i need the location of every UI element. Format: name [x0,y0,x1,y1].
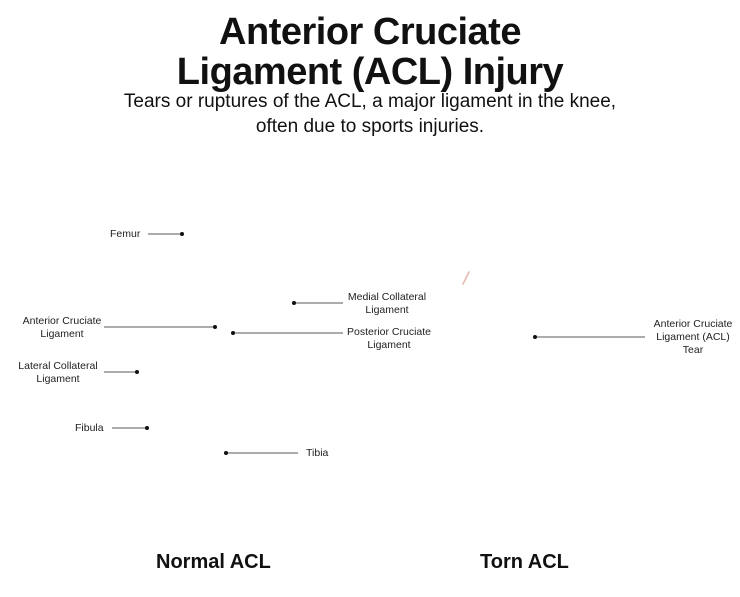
leader-dot-lcl [135,370,139,374]
torn-ligament-fragment [462,271,470,285]
subtitle-line-2: often due to sports injuries. [255,116,485,137]
label-anterior-cruciate-ligament: Anterior Cruciate Ligament [22,315,102,340]
leader-dot-acl [213,325,217,329]
label-fibula: Fibula [75,422,104,434]
leader-dot-pcl [231,331,235,335]
label-acl-tear: Anterior Cruciate Ligament (ACL) Tear [653,318,733,356]
leader-dot-mcl [292,301,296,305]
leader-dot-fibula [145,426,149,430]
label-lateral-collateral-ligament: Lateral Collateral Ligament [18,360,98,385]
label-tibia: Tibia [306,447,329,459]
leader-dot-acl-tear [533,335,537,339]
subtitle-line-1: Tears or ruptures of the ACL, a major li… [123,91,617,112]
label-femur: Femur [110,228,141,240]
label-medial-collateral-ligament: Medial Collateral Ligament [347,291,427,316]
label-posterior-cruciate-ligament: Posterior Cruciate Ligament [346,326,432,351]
leader-dot-tibia [224,451,228,455]
title-line-1: Anterior Cruciate [219,11,521,53]
caption-torn-acl: Torn ACL [480,551,569,573]
leader-dot-femur [180,232,184,236]
title-line-2: Ligament (ACL) Injury [176,51,564,93]
caption-normal-acl: Normal ACL [156,551,271,573]
